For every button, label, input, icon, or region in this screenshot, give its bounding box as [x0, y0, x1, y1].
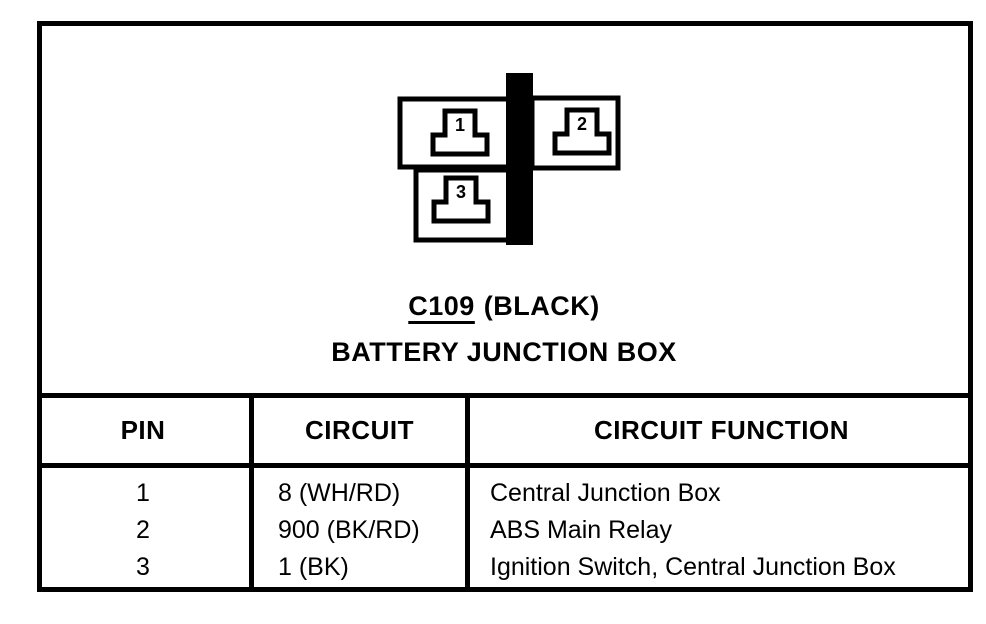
table-row-circuit: 1 (BK) — [278, 553, 349, 581]
table-row-function: Central Junction Box — [490, 479, 721, 507]
pin-2-label: 2 — [577, 114, 587, 134]
table-row-pin: 2 — [136, 516, 150, 544]
terminal-1-symbol — [430, 108, 490, 157]
pinout-table-header-row: PIN CIRCUIT CIRCUIT FUNCTION — [37, 398, 973, 468]
pin-column-values: 1 2 3 — [37, 468, 254, 592]
table-row-function: Ignition Switch, Central Junction Box — [490, 553, 896, 581]
header-circuit-function: CIRCUIT FUNCTION — [594, 415, 849, 445]
connector-color: (BLACK) — [483, 291, 600, 321]
connector-code: C109 — [408, 291, 475, 321]
table-row-pin: 3 — [136, 553, 150, 581]
terminal-3-symbol — [431, 175, 491, 224]
pinout-table: PIN CIRCUIT CIRCUIT FUNCTION 1 2 3 8 (WH… — [37, 393, 973, 592]
pin-1-label: 1 — [455, 115, 465, 135]
table-row-pin: 1 — [136, 479, 150, 507]
header-circuit: CIRCUIT — [254, 398, 470, 463]
table-row-circuit: 8 (WH/RD) — [278, 479, 401, 507]
table-row-function: ABS Main Relay — [490, 516, 673, 544]
connector-face-diagram: 1 2 3 — [397, 73, 621, 245]
circuit-column-values: 8 (WH/RD) 900 (BK/RD) 1 (BK) — [254, 468, 470, 592]
connector-title: C109 (BLACK) — [38, 291, 970, 322]
pinout-table-body: 1 2 3 8 (WH/RD) 900 (BK/RD) 1 (BK) Centr… — [37, 468, 973, 592]
pin-3-label: 3 — [456, 182, 466, 202]
terminal-2-symbol — [552, 107, 612, 156]
header-pin: PIN — [37, 398, 254, 463]
divider-bar — [506, 73, 533, 245]
table-row-circuit: 900 (BK/RD) — [278, 516, 420, 544]
page-border-frame — [37, 21, 973, 592]
function-column-values: Central Junction Box ABS Main Relay Igni… — [470, 468, 973, 592]
connector-name: BATTERY JUNCTION BOX — [331, 337, 677, 367]
